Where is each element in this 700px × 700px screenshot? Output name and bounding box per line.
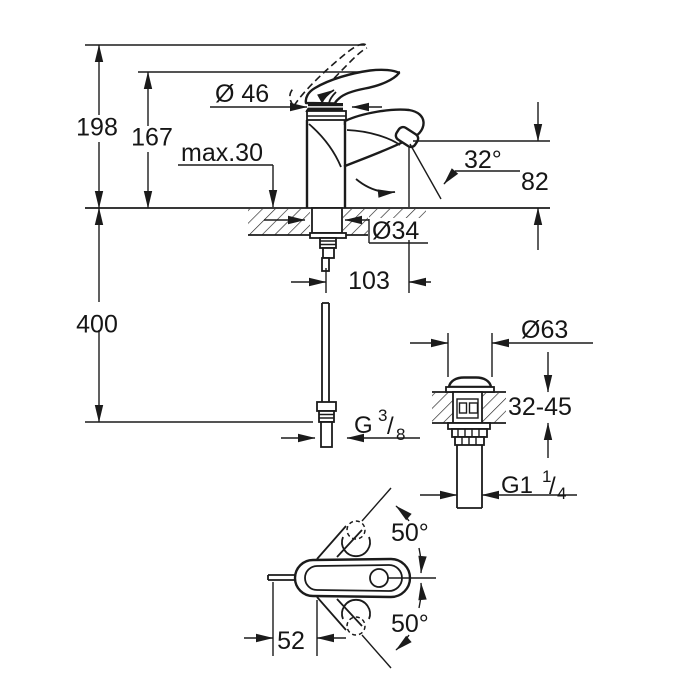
flow-direction-arrow (355, 178, 396, 198)
panel-hatch-right (482, 393, 506, 423)
dim-52-ext (272, 582, 318, 656)
lever-outline (304, 68, 401, 105)
deck-hatch-sliver (369, 209, 426, 218)
cartridge-band-gap (308, 106, 343, 108)
dim-label-mounting-range: 32-45 (508, 393, 572, 421)
lever-rotated-up-lobe (341, 536, 371, 558)
dim-32deg-arrow (443, 168, 459, 185)
dim-50up-arrow-b (418, 547, 427, 574)
body-inner-curve (308, 123, 342, 168)
angle-ext-up (361, 487, 392, 522)
lever-tip-stub (267, 574, 298, 581)
angle-ext-down (361, 634, 392, 669)
hose-thread-sub: 8 (396, 425, 405, 444)
hose-thread-base: G (354, 412, 373, 439)
hose-thread-sup: 3 (378, 406, 387, 425)
supply-hose (316, 302, 337, 448)
lever-rotated-down-lines (316, 596, 363, 631)
deck-hatch-right (343, 209, 368, 235)
dim-198-bg (75, 115, 120, 141)
dim-label-lever-reach: 52 (277, 627, 305, 655)
waste-thread-slash: / (549, 473, 556, 500)
dim-label-spout-reach: 103 (348, 267, 390, 295)
dim-label-spray-angle: 32° (464, 146, 502, 174)
dim-label-hose-thread: G 3 / 8 (354, 406, 405, 444)
lever-screw-hole (369, 568, 389, 588)
waste-nut-lower-notches (461, 437, 477, 445)
waste-nut-upper (451, 428, 488, 438)
dim-d63-ext (447, 333, 493, 377)
lever-hole-down-phantom (346, 616, 366, 636)
dim-50dn-arrow-b (418, 582, 427, 609)
spout-inner-line (346, 129, 401, 146)
deck-hatch-left (248, 209, 310, 235)
dim-label-spout-height: 82 (521, 168, 549, 196)
waste-nut-upper-notches (457, 429, 480, 437)
lever-rotated-up-lines (316, 525, 363, 560)
panel-hatch-left (432, 393, 453, 423)
dim-label-overall-height: 198 (76, 114, 118, 142)
dim-label-waste-thread: G1 1 / 4 (501, 467, 566, 503)
dim-label-hole-diameter: Ø34 (372, 217, 419, 245)
waste-tailpipe (456, 445, 483, 509)
waste-thread-base: G1 (501, 472, 533, 499)
dim-label-body-diameter: Ø 46 (215, 80, 269, 108)
dim-167-bg (130, 126, 175, 152)
dim-d34-bg (371, 220, 426, 241)
dim-label-swivel-up: 50° (391, 519, 429, 547)
dim-50dn-arrow-a (395, 634, 412, 651)
dim-label-hose-length: 400 (76, 311, 118, 339)
hose-thread-slash: / (387, 413, 394, 440)
lever-plan-view: 50° 50° 52 (244, 487, 436, 669)
spray-angle-line (409, 143, 442, 200)
waste-window-left (458, 402, 468, 414)
lever-plan-inner (304, 564, 403, 592)
lever-hole-up-phantom (346, 520, 366, 540)
waste-window-right (468, 402, 479, 414)
dim-label-lever-height: 167 (131, 124, 173, 152)
dim-400-bg (74, 304, 120, 329)
dim-d34-box (368, 219, 428, 244)
lever-lift-arrow (317, 89, 335, 105)
mounting-shank (309, 207, 347, 272)
waste-thread-sub: 4 (557, 484, 566, 503)
dim-50up-arrow-a (395, 505, 412, 522)
waste-thread-sup: 1 (542, 467, 551, 486)
aerator-knob (394, 125, 420, 149)
lever-rotated-down-lobe (341, 598, 371, 620)
dim-label-swivel-down: 50° (391, 610, 429, 638)
dim-label-max-thickness: max.30 (181, 139, 263, 167)
waste-cap-dome (447, 376, 493, 389)
dim-label-waste-cap-diameter: Ø63 (521, 316, 568, 344)
waste-valve-view: Ø63 32-45 G1 1 / 4 (410, 316, 593, 509)
faucet-side-view: 198 167 max.30 Ø 46 82 32° Ø34 (74, 43, 550, 448)
